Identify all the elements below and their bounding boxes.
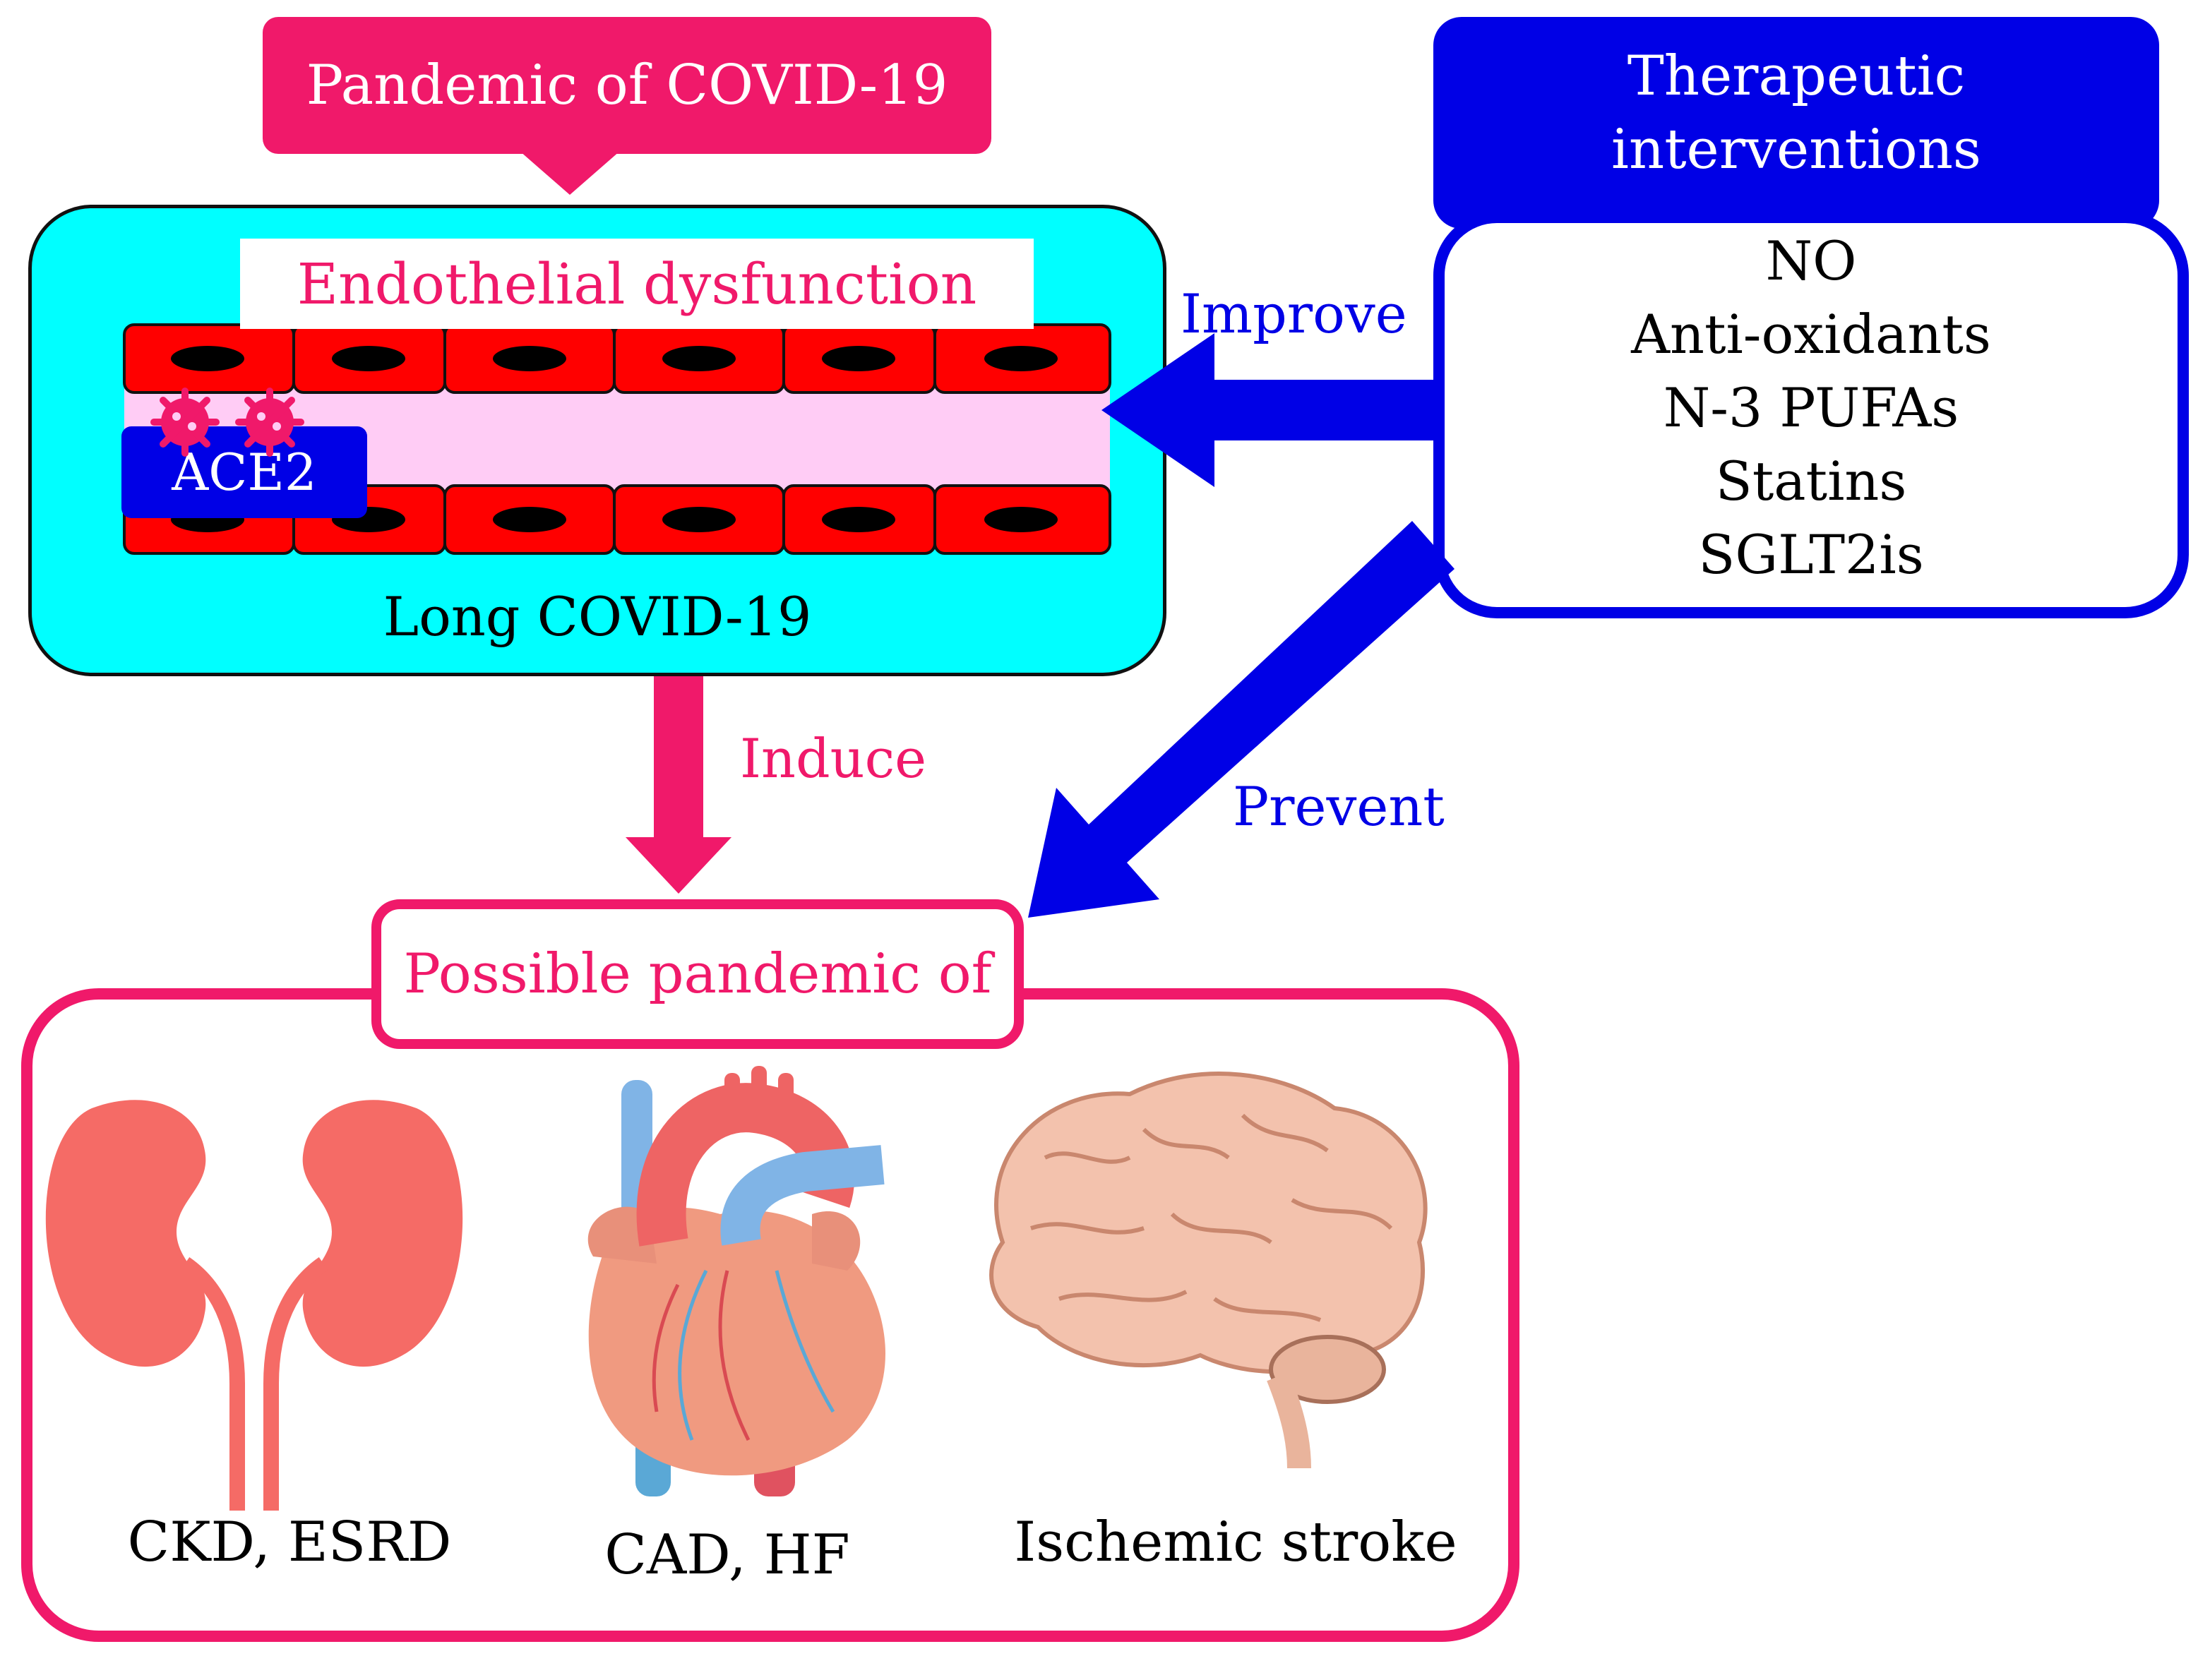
induce-label: Induce [740,727,927,790]
therapy-item: N-3 PUFAs [1663,376,1959,439]
long-covid-label: Long COVID-19 [383,584,812,648]
therapeutic-title-line1: Therapeutic [1627,44,1966,108]
therapeutic-title-line2: interventions [1611,118,1981,181]
possible-pandemic-label: Possible pandemic of [371,899,1024,1049]
therapeutic-header [1433,17,2159,229]
improve-label: Improve [1181,282,1407,345]
pandemic-callout: Pandemic of COVID-19 [263,17,991,154]
therapeutic-title: Therapeutic interventions [1433,35,2159,191]
kidney-disease-label: CKD, ESRD [127,1511,452,1574]
prevent-label: Prevent [1233,775,1445,838]
therapy-item: SGLT2is [1698,523,1924,586]
therapeutic-list-box [1433,212,2189,618]
induce-arrow [626,676,731,894]
therapy-item: Statins [1715,450,1907,512]
endothelial-dysfunction-label: Endothelial dysfunction [240,239,1034,329]
stroke-label: Ischemic stroke [1014,1511,1457,1574]
ace2-receptor-badge: ACE2 [121,426,367,518]
therapy-item: NO [1765,229,1857,292]
therapy-item: Anti-oxidants [1631,303,1991,366]
heart-disease-label: CAD, HF [604,1523,850,1587]
pandemic-label: Pandemic of COVID-19 [306,54,948,117]
ace2-label: ACE2 [172,443,317,502]
